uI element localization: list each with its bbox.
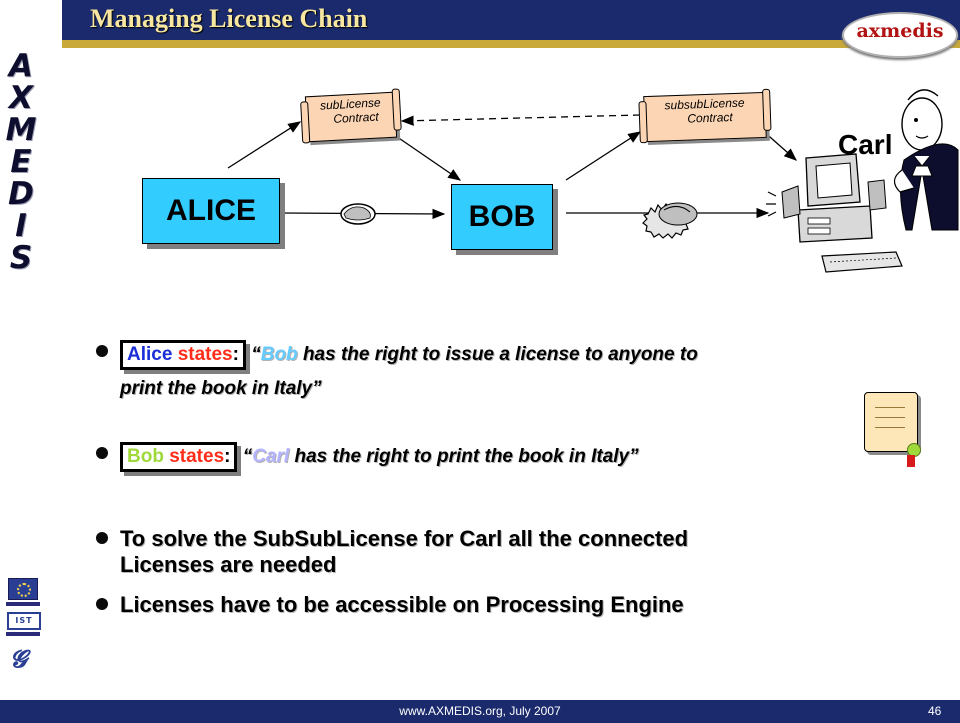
bob-quote-line1: has the right to print the book in Italy… — [289, 446, 639, 467]
title-underline — [62, 40, 960, 48]
side-letter: D — [8, 176, 34, 212]
page-number: 46 — [928, 704, 942, 718]
side-band: A X M E D I S IST 𝓖 — [0, 0, 62, 700]
dashed-link-between-contracts — [400, 114, 641, 126]
arrow-alice-to-contract — [227, 121, 302, 169]
eu-flag-icon — [8, 578, 38, 600]
ist-logo: IST — [7, 612, 41, 630]
bullet-dot — [96, 598, 108, 610]
eu-caption-strip — [6, 602, 40, 606]
alice-states-box: Alice states: — [120, 340, 246, 370]
alice-quote-line1: has the right to issue a license to anyo… — [297, 344, 698, 365]
bullet-content: Bob states: “Carl has the right to print… — [120, 442, 639, 472]
open-quote: “ — [237, 446, 253, 467]
quoted-name-carl: Carl — [252, 446, 290, 467]
content-token-seal-icon — [642, 202, 698, 239]
open-quote: “ — [245, 344, 261, 365]
license-document-icon — [864, 392, 921, 467]
side-letter: I — [15, 208, 27, 244]
ribbon-icon — [907, 455, 915, 467]
arrow-contract-to-bob — [389, 131, 462, 181]
bullet-line2: Licenses are needed — [120, 552, 337, 577]
bob-box: BOB — [451, 184, 553, 250]
footer-bar: www.AXMEDIS.org, July 2007 46 — [0, 700, 960, 723]
axmedis-logo-text: axmedis — [856, 20, 944, 42]
bullet-text: To solve the SubSubLicense for Carl all … — [120, 526, 688, 578]
title-bar — [62, 0, 960, 40]
arrow-bob-to-contract — [565, 131, 642, 181]
side-letter: E — [10, 144, 32, 180]
sublicense-contract-scroll: subLicense Contract — [304, 91, 398, 143]
content-token-icon — [340, 203, 376, 225]
speaker-bob: Bob — [127, 446, 164, 467]
bullet-content: Alice states: “Bob has the right to issu… — [120, 340, 698, 370]
bullet-dot — [96, 447, 108, 459]
side-letter: S — [9, 240, 33, 276]
sixth-framework-logo: 𝓖 — [10, 644, 27, 673]
speaker-alice: Alice — [127, 344, 173, 365]
bullet-text: Licenses have to be accessible on Proces… — [120, 592, 684, 618]
carl-figure-icon — [893, 89, 959, 231]
alice-box: ALICE — [142, 178, 280, 244]
carl-label: Carl — [838, 129, 893, 160]
states-word: states — [177, 344, 233, 365]
states-word: states — [169, 446, 225, 467]
side-letter: A — [9, 48, 33, 84]
bullet-line1: To solve the SubSubLicense for Carl all … — [120, 526, 689, 551]
colon: : — [224, 446, 231, 467]
contract-b-line2: Contract — [687, 110, 733, 126]
colon: : — [232, 344, 239, 365]
partner-logos: IST 𝓖 — [6, 574, 42, 673]
document-line — [875, 427, 905, 428]
bullet-line1: Licenses have to be accessible on Proces… — [120, 592, 684, 617]
side-brand-letters: A X M E D I S — [4, 50, 38, 274]
arrow-contract-to-carl — [761, 129, 797, 161]
axmedis-logo: axmedis — [842, 12, 958, 58]
subsublicense-contract-scroll: subsubLicense Contract — [643, 91, 767, 143]
side-letter: X — [9, 80, 33, 116]
footer-text: www.AXMEDIS.org, July 2007 — [399, 704, 561, 718]
document-line — [875, 417, 905, 418]
alice-quote-line2: print the book in Italy” — [120, 378, 322, 399]
computer-icon — [766, 153, 903, 273]
quoted-name-bob: Bob — [260, 344, 298, 365]
bullet-dot — [96, 345, 108, 357]
document-line — [875, 407, 905, 408]
ist-caption-strip — [6, 632, 40, 636]
page-title: Managing License Chain — [90, 4, 368, 33]
bob-states-box: Bob states: — [120, 442, 238, 472]
side-letter: M — [5, 112, 37, 148]
bullet-dot — [96, 532, 108, 544]
